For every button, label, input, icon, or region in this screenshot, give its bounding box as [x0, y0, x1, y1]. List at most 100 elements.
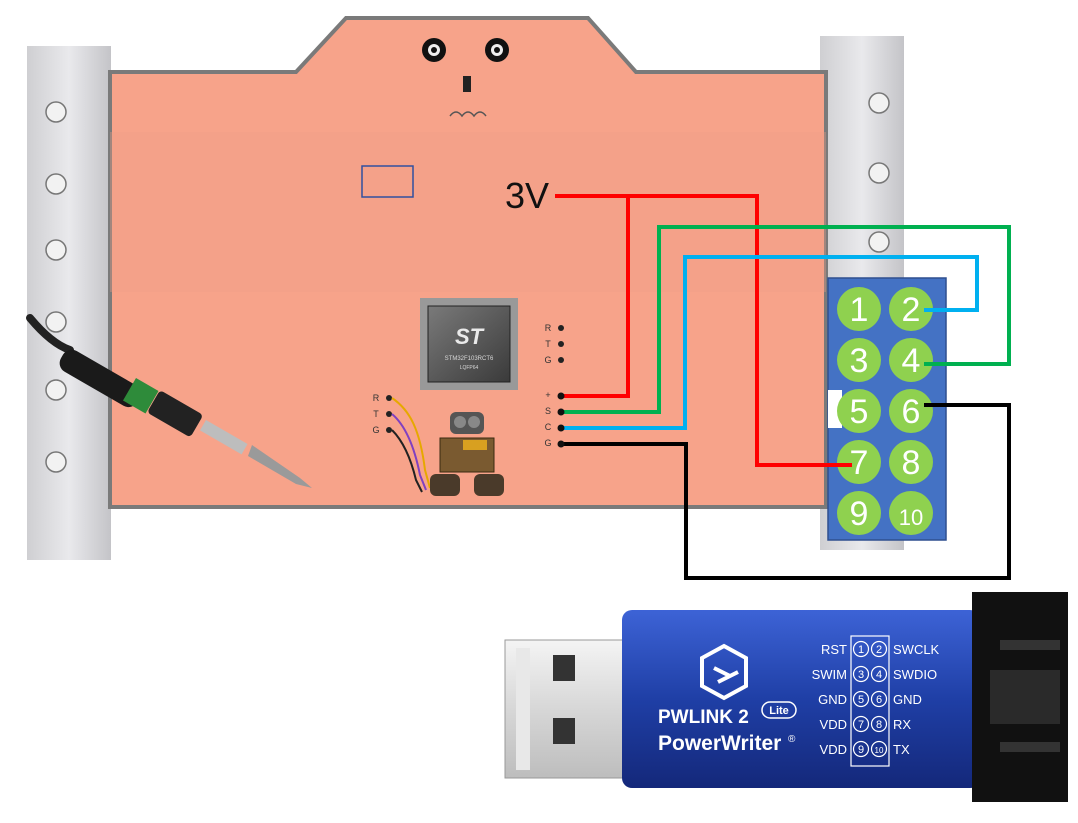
connector-pin	[889, 338, 933, 382]
connector-pin-label: 9	[850, 495, 869, 533]
pinout-pin	[870, 740, 888, 758]
rail-hole	[45, 239, 67, 261]
voltage-label: 3V	[505, 175, 549, 216]
programmer-body	[622, 610, 980, 788]
pinout-right-label: GND	[893, 692, 922, 707]
pinout-pin	[852, 715, 870, 733]
brand-line-1: PWLINK 2	[658, 707, 749, 728]
pinout-right-label: RX	[893, 717, 911, 732]
pinout-left-label: VDD	[820, 717, 847, 732]
connector-pin	[837, 389, 881, 433]
board-label-box	[361, 165, 414, 198]
header-label: +	[545, 390, 550, 400]
pinout-left-label: RST	[821, 642, 847, 657]
pinout-left-label: VDD	[820, 742, 847, 757]
pinout-pin-number: 1	[858, 644, 864, 656]
header-label: G	[544, 438, 551, 448]
left-rail	[27, 46, 111, 560]
pinout-pin-number: 4	[876, 669, 882, 681]
mcu-chip: ST STM32F103RCT6 LQFP64	[420, 298, 518, 390]
pinout-pin	[852, 640, 870, 658]
pcb-board: ST STM32F103RCT6 LQFP64 R T G R T G + S …	[26, 16, 828, 509]
header-label: R	[373, 393, 380, 403]
header-label: T	[373, 409, 379, 419]
chip-package: LQFP64	[460, 365, 479, 371]
pinout-pin	[852, 690, 870, 708]
connector-pin-label: 5	[850, 393, 869, 431]
soldering-iron-icon	[26, 314, 312, 488]
chip-part-number: STM32F103RCT6	[445, 356, 494, 362]
eyes-icon	[422, 38, 509, 118]
rail-hole	[45, 379, 67, 401]
pinout-pin	[870, 665, 888, 683]
powerwriter-logo-icon	[700, 643, 748, 701]
header-label: C	[545, 422, 552, 432]
board-outline	[108, 16, 828, 509]
pinout-right-label: TX	[893, 742, 910, 757]
wire-3v	[555, 194, 852, 467]
pinout-left-label: SWIM	[812, 667, 847, 682]
pinout-pin-number: 3	[858, 669, 864, 681]
connector-pin	[889, 287, 933, 331]
connector-pin-label: 4	[902, 342, 921, 380]
pinout-pin	[852, 740, 870, 758]
usb-plug	[504, 639, 630, 779]
wire-c	[562, 255, 979, 430]
lite-badge-text: Lite	[769, 705, 789, 717]
pinout-frame	[850, 635, 890, 767]
wires	[555, 194, 1011, 580]
connector-pin-label: 2	[902, 291, 921, 329]
connector-pin-label: 8	[902, 444, 921, 482]
rail-hole	[45, 173, 67, 195]
rail-hole	[45, 451, 67, 473]
rail-hole	[868, 92, 890, 114]
connector-pin-label: 10	[899, 505, 923, 530]
connector-pin-label: 3	[850, 342, 869, 380]
wire-g	[562, 403, 1011, 580]
brand-line-2: PowerWriter	[658, 732, 781, 755]
chip-logo: ST	[455, 324, 485, 349]
connector-pin	[837, 338, 881, 382]
rail-hole	[868, 231, 890, 253]
connector-pin	[837, 287, 881, 331]
header-right-top: R T G	[544, 323, 564, 365]
connector-pin	[837, 440, 881, 484]
pinout-pin	[870, 715, 888, 733]
rail-hole	[45, 101, 67, 123]
pinout-pin-number: 10	[875, 746, 884, 755]
pinout-right-label: SWDIO	[893, 667, 937, 682]
wire-s	[562, 225, 1011, 414]
rail-hole	[45, 311, 67, 333]
pinout-pin	[852, 665, 870, 683]
registered-mark: ®	[788, 734, 796, 745]
header-label: S	[545, 406, 551, 416]
robot-icon	[391, 397, 504, 496]
header-label: R	[545, 323, 552, 333]
pinout-pin	[870, 640, 888, 658]
header-left: R T G	[372, 393, 392, 435]
connector-pin-label: 6	[902, 393, 921, 431]
connector-pin	[837, 491, 881, 535]
header-label: T	[545, 339, 551, 349]
connector-pin-label: 1	[850, 291, 869, 329]
pinout-pin-number: 2	[876, 644, 882, 656]
header-label: G	[544, 355, 551, 365]
header-swd: + S C G	[544, 390, 551, 448]
rail-hole	[868, 162, 890, 184]
pinout-pin-number: 7	[858, 719, 864, 731]
programmer-plug-end	[972, 592, 1068, 802]
pinout-pin-number: 6	[876, 694, 882, 706]
pinout-left-label: GND	[818, 692, 847, 707]
connector-pin	[889, 440, 933, 484]
pinout-right-label: SWCLK	[893, 642, 940, 657]
header-label: G	[372, 425, 379, 435]
connector-pin	[889, 491, 933, 535]
pinout-pin-number: 9	[858, 744, 864, 756]
pinout-pin-number: 5	[858, 694, 864, 706]
pinout-pin-number: 8	[876, 719, 882, 731]
connector-pin-label: 7	[850, 444, 869, 482]
